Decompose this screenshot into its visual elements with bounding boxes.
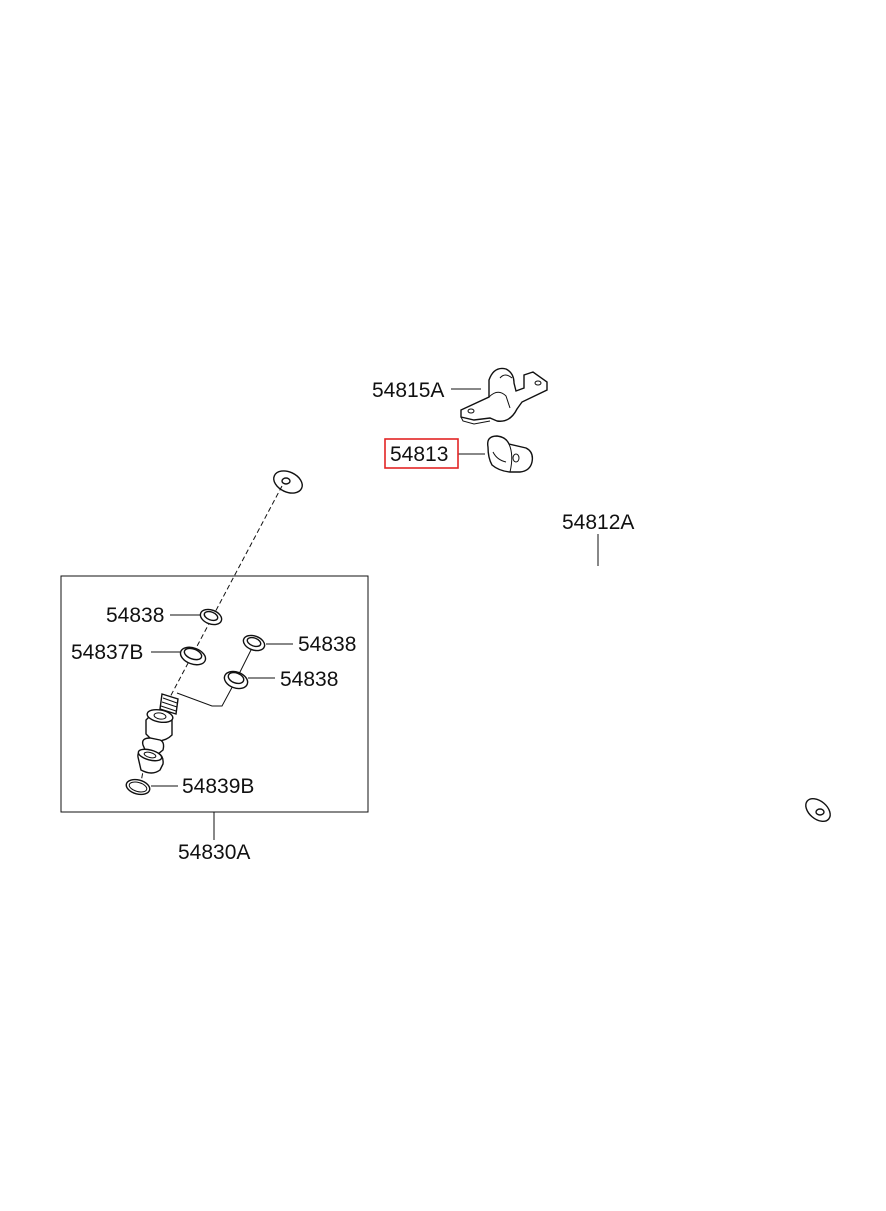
label-ring-39b[interactable]: 54839B <box>182 775 254 798</box>
label-bracket[interactable]: 54815A <box>372 379 444 402</box>
label-washer-top-left[interactable]: 54838 <box>106 604 164 627</box>
bracket-part[interactable] <box>460 367 548 425</box>
ball-joint-stud[interactable] <box>137 693 179 774</box>
bolt-axis-line <box>176 679 237 707</box>
washer-top-left[interactable] <box>198 607 223 628</box>
assembly-centerline <box>168 485 283 700</box>
label-washer-right-bottom[interactable]: 54838 <box>280 668 338 691</box>
highlight-frame <box>384 438 459 469</box>
bar-right-eye <box>805 797 831 823</box>
label-link-assembly[interactable]: 54830A <box>178 841 250 864</box>
label-stabilizer-bar[interactable]: 54812A <box>562 511 634 534</box>
bar-left-eye <box>273 470 303 494</box>
ring-39b[interactable] <box>125 777 152 797</box>
label-bushing[interactable]: 54813 <box>390 443 448 466</box>
bushing-part[interactable] <box>487 435 534 473</box>
stabilizer-bar[interactable] <box>270 467 834 826</box>
label-bushing-37b[interactable]: 54837B <box>71 641 143 664</box>
washer-right-bottom[interactable] <box>222 668 250 691</box>
washer-right-top[interactable] <box>241 633 266 654</box>
label-washer-right-top[interactable]: 54838 <box>298 633 356 656</box>
bushing-37b[interactable] <box>178 644 208 668</box>
